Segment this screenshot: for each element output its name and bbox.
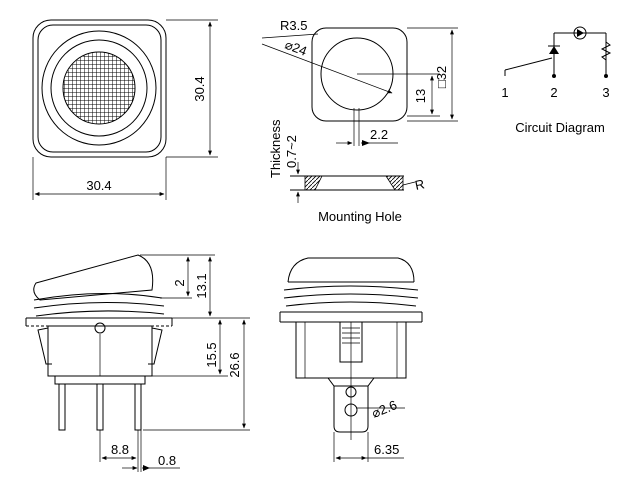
hole-diameter-leader: [261, 43, 393, 94]
side-body-height-label: 15.5: [204, 342, 219, 367]
side-cap-rim-2: [33, 301, 165, 309]
front-inner-outline: [37, 24, 162, 153]
side-indicator-dot: [94, 322, 106, 334]
mounting-hole-caption: Mounting Hole: [318, 209, 402, 224]
circuit-pin3-dot: [604, 74, 608, 78]
hole-square-label: □32: [434, 66, 449, 88]
hole-slot-arrow-right: [362, 140, 370, 146]
panel-section-hatch-left: [304, 175, 323, 191]
front-lens-mesh: [62, 51, 136, 125]
hole-offset-label: 13: [413, 89, 428, 103]
hole-slot-label: 2.2: [370, 127, 388, 142]
circuit-resistor-icon: [600, 41, 612, 61]
panel-section-hatch-right: [385, 175, 404, 191]
mounting-hole-view: R3.5 ⌀24 □32 13 2.2 R Thickness 0.7~2 Mo…: [261, 18, 458, 224]
circuit-pin1-label: 1: [501, 85, 508, 100]
hole-corner-leader: [261, 33, 319, 39]
side-clip-right: [148, 327, 163, 365]
thickness-word-label: Thickness: [268, 119, 283, 178]
circuit-pin3-label: 3: [602, 85, 609, 100]
end-cap-rim-3: [283, 293, 419, 299]
side-cap-rim-1: [33, 292, 163, 301]
end-cap-rim-2: [283, 285, 419, 291]
hole-diameter-label: ⌀24: [283, 37, 309, 59]
circuit-pin2-dot: [552, 74, 556, 78]
circuit-lamp-diode-icon: [577, 29, 584, 37]
circuit-caption: Circuit Diagram: [515, 120, 605, 135]
side-total-height-label: 26.6: [227, 352, 242, 377]
end-cap-top: [287, 257, 415, 283]
side-thick-label: 0.8: [158, 453, 176, 468]
end-view: ⌀2.6 6.35: [279, 257, 423, 462]
front-width-label: 30.4: [86, 178, 111, 193]
front-outer-outline: [32, 19, 167, 158]
end-width-label: 6.35: [374, 442, 399, 457]
side-base: [54, 375, 146, 385]
circuit-diagram: 1 2 3 Circuit Diagram: [501, 26, 612, 135]
side-thick-arrow-right: [143, 465, 150, 471]
panel-radius-label: R: [414, 176, 426, 193]
circuit-switch-lever: [504, 57, 553, 71]
side-cap-offset-label: 2: [172, 279, 187, 286]
circuit-pin2-label: 2: [550, 85, 557, 100]
front-bezel-outer: [41, 30, 157, 146]
side-rocker-cap: [33, 254, 154, 301]
front-bezel-inner: [50, 39, 148, 137]
front-view: 30.4 30.4: [32, 19, 218, 200]
side-pin-3: [134, 383, 142, 431]
side-view: 2 13.1 15.5 26.6 8.8 0.8: [25, 254, 250, 472]
hole-corner-radius-label: R3.5: [280, 18, 307, 33]
hole-square-outline: [311, 27, 408, 122]
front-height-label: 30.4: [192, 76, 207, 101]
panel-radius-leader: [402, 181, 416, 186]
end-hole-label: ⌀2.6: [370, 397, 400, 421]
circuit-diode-icon: [549, 46, 559, 54]
end-cap-rim-4: [285, 301, 417, 307]
side-pitch-label: 8.8: [111, 442, 129, 457]
side-cap-height-label: 13.1: [194, 273, 209, 298]
side-clip-left: [37, 327, 52, 365]
thickness-range-label: 0.7~2: [284, 135, 299, 168]
side-pin-1: [58, 383, 66, 431]
side-cap-rim-3: [35, 310, 165, 317]
side-pin-2: [96, 383, 104, 431]
circuit-lamp-icon: [573, 26, 587, 40]
